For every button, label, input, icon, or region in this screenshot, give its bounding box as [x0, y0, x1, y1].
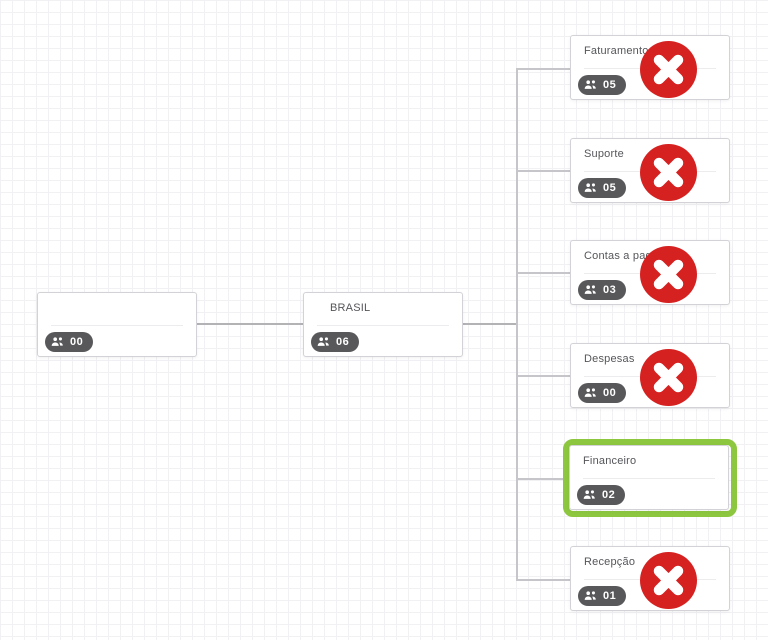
connector-branch — [517, 170, 570, 172]
connector-trunk — [516, 68, 518, 581]
member-count-badge: 05 — [578, 178, 627, 198]
connector-branch — [517, 68, 570, 70]
member-count: 00 — [603, 387, 617, 399]
member-count-badge: 00 — [578, 383, 627, 403]
org-node-parent[interactable]: BRASIL 06 — [303, 292, 463, 357]
member-count: 05 — [603, 79, 617, 91]
users-group-icon — [584, 590, 598, 602]
delete-node-icon[interactable] — [640, 349, 697, 406]
org-node-root[interactable]: 00 — [37, 292, 197, 357]
org-node[interactable]: Faturamento 05 — [570, 35, 730, 100]
member-count: 05 — [603, 182, 617, 194]
users-group-icon — [583, 489, 597, 501]
users-group-icon — [584, 182, 598, 194]
delete-node-icon[interactable] — [640, 246, 697, 303]
member-count: 00 — [70, 336, 84, 348]
member-count: 03 — [603, 284, 617, 296]
delete-node-icon[interactable] — [640, 144, 697, 201]
connector-branch — [517, 579, 570, 581]
org-node[interactable]: Despesas 00 — [570, 343, 730, 408]
node-title: Recepção — [584, 556, 636, 568]
member-count: 01 — [603, 590, 617, 602]
member-count-badge: 00 — [45, 332, 94, 352]
selection-highlight: Financeiro 02 — [563, 439, 737, 517]
node-title: Suporte — [584, 148, 624, 160]
divider — [583, 478, 715, 479]
node-title: BRASIL — [330, 302, 371, 314]
member-count-badge: 01 — [578, 586, 627, 606]
users-group-icon — [584, 284, 598, 296]
divider — [317, 325, 449, 326]
node-title: Financeiro — [583, 455, 637, 467]
users-group-icon — [51, 336, 65, 348]
org-node[interactable]: Suporte 05 — [570, 138, 730, 203]
node-title: Contas a pagar — [584, 250, 663, 262]
member-count-badge: 02 — [577, 485, 626, 505]
node-title: Faturamento — [584, 45, 649, 57]
users-group-icon — [584, 387, 598, 399]
connector-parent-trunk — [463, 323, 517, 325]
connector-root-parent — [197, 323, 303, 325]
member-count: 06 — [336, 336, 350, 348]
member-count: 02 — [602, 489, 616, 501]
member-count-badge: 05 — [578, 75, 627, 95]
connector-branch — [517, 478, 563, 480]
divider — [51, 325, 183, 326]
users-group-icon — [584, 79, 598, 91]
org-node[interactable]: Recepção 01 — [570, 546, 730, 611]
connector-branch — [517, 375, 570, 377]
connector-branch — [517, 272, 570, 274]
delete-node-icon[interactable] — [640, 552, 697, 609]
delete-node-icon[interactable] — [640, 41, 697, 98]
node-title: Despesas — [584, 353, 635, 365]
member-count-badge: 03 — [578, 280, 627, 300]
org-node[interactable]: Contas a pagar 03 — [570, 240, 730, 305]
users-group-icon — [317, 336, 331, 348]
member-count-badge: 06 — [311, 332, 360, 352]
org-node-selected[interactable]: Financeiro 02 — [569, 445, 729, 510]
